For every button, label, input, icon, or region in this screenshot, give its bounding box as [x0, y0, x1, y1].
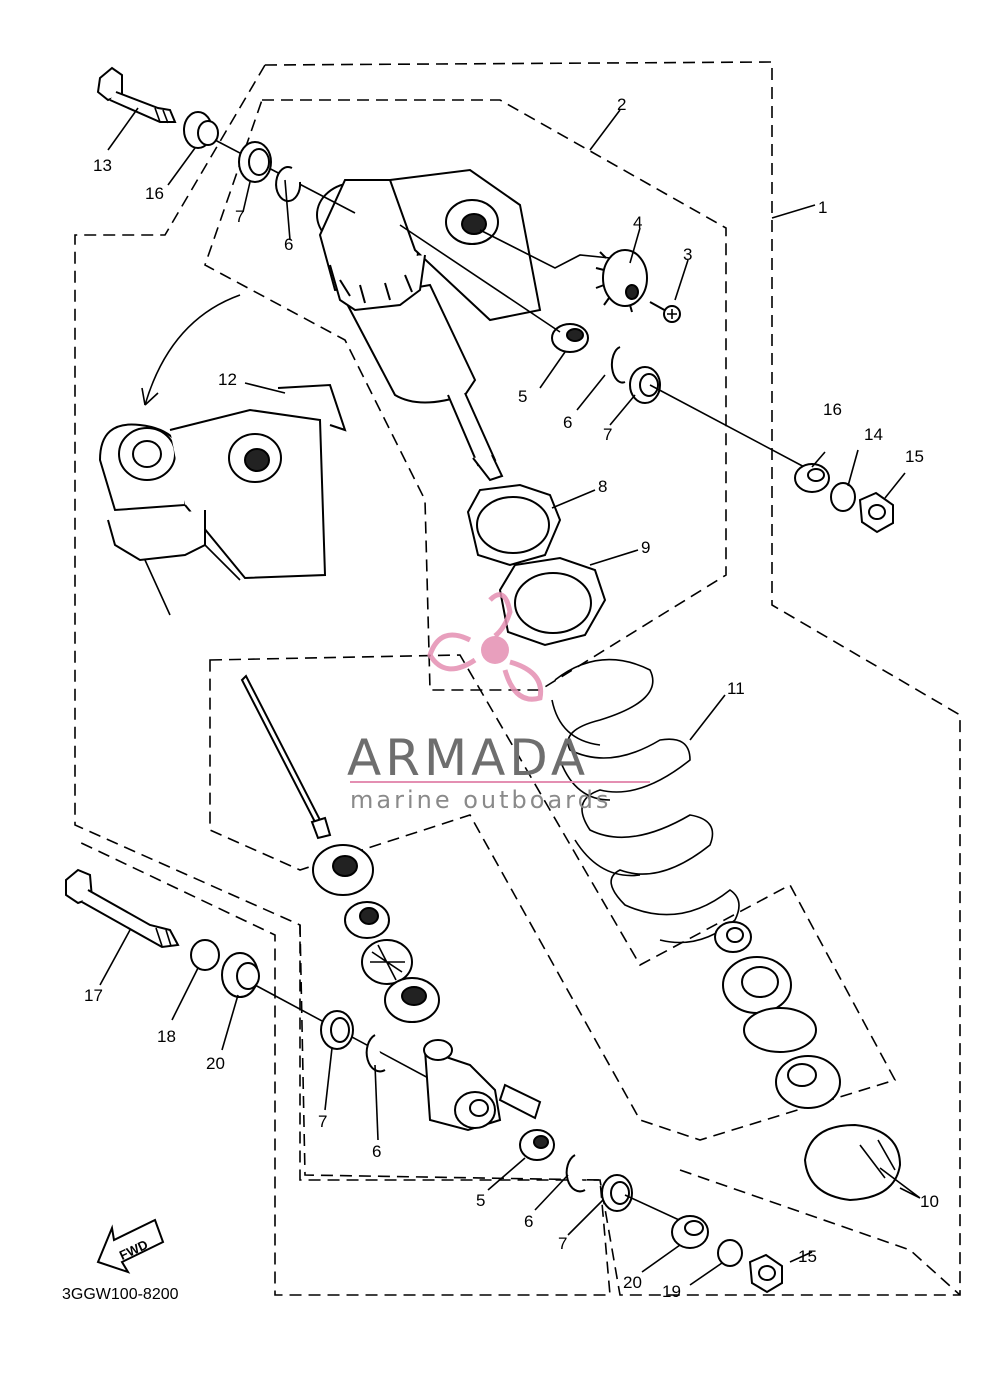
callout-6-lower-right: 6 — [524, 1212, 533, 1231]
watermark-logo-icon — [427, 592, 544, 702]
adjuster-knob — [595, 249, 648, 313]
callout-8: 8 — [598, 477, 607, 496]
fwd-arrow-icon: FWD — [96, 1218, 165, 1274]
nut-upper — [858, 491, 894, 534]
callout-14: 14 — [864, 425, 883, 444]
boundary-spring-group — [209, 654, 897, 1141]
lower-clevis — [423, 1039, 542, 1132]
upper-collar-right — [794, 463, 830, 493]
callout-4: 4 — [633, 213, 642, 232]
callout-12: 12 — [218, 370, 237, 389]
lower-circlip-left — [365, 1034, 386, 1073]
callout-17: 17 — [84, 986, 103, 1005]
lower-collar-right — [671, 1215, 709, 1249]
upper-bolt — [96, 66, 177, 124]
upper-bearing-left — [238, 141, 272, 183]
coil-spring — [551, 658, 740, 944]
callout-5-lower: 5 — [476, 1191, 485, 1210]
callout-7-upper-left: 7 — [235, 207, 244, 226]
callout-13: 13 — [93, 156, 112, 175]
lower-circlip-right — [565, 1154, 586, 1193]
upper-bushing-5 — [551, 323, 589, 353]
rod-rod — [240, 674, 332, 840]
callout-20-left: 20 — [206, 1054, 225, 1073]
callout-1: 1 — [818, 198, 827, 217]
lock-nut-9 — [498, 556, 607, 647]
callout-11: 11 — [727, 679, 745, 698]
callout-15-lower: 15 — [798, 1247, 817, 1266]
lock-nut-8 — [466, 483, 562, 567]
callout-15-upper: 15 — [905, 447, 924, 466]
callout-6-upper: 6 — [563, 413, 572, 432]
nut-lower — [748, 1253, 783, 1294]
boundary-assembly-2 — [204, 99, 727, 691]
watermark-title: ARMADA — [347, 729, 589, 787]
callout-5-upper: 5 — [518, 387, 527, 406]
callout-16-upper-left: 16 — [145, 184, 164, 203]
callout-7-lower-right: 7 — [558, 1234, 567, 1253]
upper-bearing-right — [629, 366, 661, 404]
boundary-lower-parts — [74, 839, 611, 1296]
shock-body — [316, 168, 542, 482]
lower-bearing-right — [601, 1174, 633, 1212]
washer-18 — [190, 939, 220, 971]
upper-collar — [183, 111, 219, 149]
alternate-view-body — [98, 294, 347, 616]
callout-10: 10 — [920, 1192, 939, 1211]
lower-bolt — [65, 868, 180, 949]
lower-bushing-5 — [519, 1129, 555, 1161]
callout-20-right: 20 — [623, 1273, 642, 1292]
boundary-assembly-1 — [74, 61, 961, 1296]
boundary-lower-right — [679, 1169, 961, 1296]
adjuster-screw — [649, 301, 681, 323]
callout-7-upper: 7 — [603, 425, 612, 444]
callout-2: 2 — [617, 95, 626, 114]
callout-6-upper-left: 6 — [284, 235, 293, 254]
leader-right-axis — [399, 224, 811, 471]
callout-9: 9 — [641, 538, 650, 557]
upper-circlip-left — [275, 166, 302, 202]
washer-14 — [830, 482, 856, 512]
leader-lower-axis — [254, 984, 461, 1096]
spring-stopper — [803, 1123, 902, 1202]
lower-collar-left — [221, 952, 260, 998]
diagram-code: 3GGW100-8200 — [62, 1286, 179, 1303]
callout-3: 3 — [683, 245, 692, 264]
seal-stack-right — [714, 921, 841, 1109]
callout-19: 19 — [662, 1282, 681, 1301]
callout-6-lower-left: 6 — [372, 1142, 381, 1161]
callout-7-lower-left: 7 — [318, 1112, 327, 1131]
leader-adjuster — [479, 229, 611, 269]
callout-18: 18 — [157, 1027, 176, 1046]
lower-bearing-left — [320, 1010, 354, 1050]
seal-stack-left — [312, 844, 440, 1023]
watermark-subtitle: marine outboards — [350, 786, 611, 814]
callout-leaders — [99, 107, 921, 1286]
washer-19 — [717, 1239, 743, 1267]
callout-16-upper-right: 16 — [823, 400, 842, 419]
upper-circlip-right — [610, 346, 626, 384]
